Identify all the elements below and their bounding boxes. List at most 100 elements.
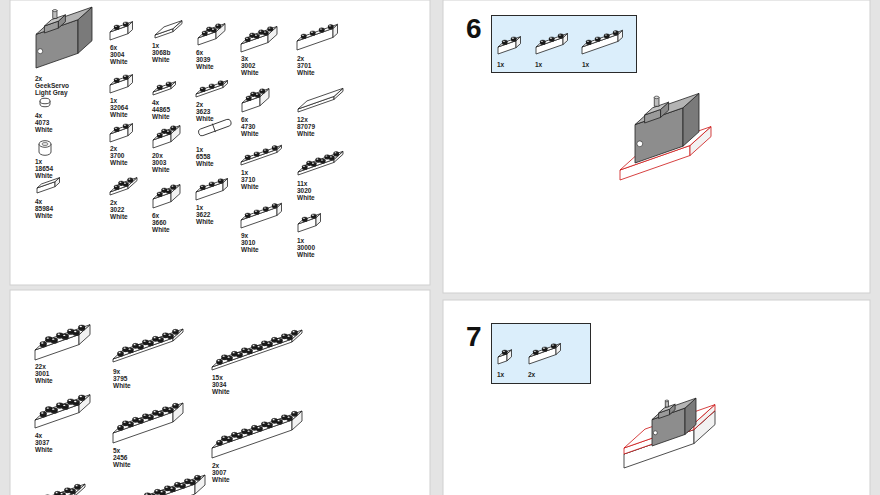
stud-highlight [149, 342, 151, 343]
part-label: 1x 32064 White [110, 97, 131, 118]
stud-highlight [162, 130, 164, 131]
stud-highlight [162, 189, 164, 190]
stud [254, 34, 259, 37]
stud [329, 156, 334, 159]
stud-highlight [248, 431, 250, 432]
stud-highlight [264, 207, 266, 208]
stud [78, 325, 85, 329]
brick-face [113, 329, 183, 359]
stud-highlight [47, 337, 49, 338]
stud-highlight [144, 415, 146, 416]
brick-face [212, 339, 292, 370]
stud [268, 27, 273, 30]
stud [263, 31, 268, 34]
part-label: 6x 3039 White [196, 49, 217, 70]
stud [267, 342, 273, 345]
brick-face [195, 475, 205, 494]
part-label: 2x 3007 White [212, 462, 233, 483]
stud-highlight [264, 149, 266, 150]
quantity-label: 1x [535, 61, 542, 68]
brick-face [241, 26, 277, 44]
brick-face [196, 179, 228, 193]
brick-face [212, 330, 302, 367]
stud [158, 411, 164, 414]
stud-highlight [223, 437, 225, 438]
stud-highlight [268, 343, 270, 344]
stud-highlight [238, 434, 240, 435]
stud-highlight [559, 34, 561, 35]
brick-face [110, 124, 133, 134]
stud [267, 423, 273, 426]
stud-highlight [325, 155, 327, 156]
quantity-label: 1x [497, 371, 504, 378]
stud-highlight [255, 211, 257, 212]
stud-highlight [201, 186, 203, 187]
stud-highlight [71, 490, 73, 491]
stud-highlight [63, 335, 65, 336]
round-part [39, 141, 51, 148]
stud-highlight [512, 38, 514, 39]
stud [123, 22, 128, 25]
stud [302, 217, 307, 220]
stud-highlight [115, 186, 117, 187]
stud [202, 31, 207, 34]
stud [138, 418, 144, 421]
stud-highlight [124, 183, 126, 184]
part-label: 2x 3623 White [196, 101, 217, 122]
brick-face [298, 88, 343, 109]
stud [245, 155, 250, 158]
stud-highlight [207, 28, 209, 29]
stud-highlight [115, 128, 117, 129]
part-label: 20x 3003 White [152, 152, 173, 173]
stud [51, 408, 58, 412]
stud [40, 342, 47, 346]
stud-highlight [171, 488, 173, 489]
part-label: 1x 6558 White [196, 146, 217, 167]
parts-callout: 1x2x [491, 323, 591, 384]
brick-face [196, 183, 223, 200]
stud [166, 189, 171, 192]
stud-highlight [302, 35, 304, 36]
stud-highlight [255, 153, 257, 154]
part-label: 1x 3710 White [241, 169, 262, 190]
brick-face [171, 185, 180, 202]
brick-face [135, 475, 205, 495]
stud-highlight [171, 186, 173, 187]
stud [227, 437, 233, 440]
mount-hole [38, 49, 43, 54]
brick-face [113, 403, 183, 433]
part-label: 6x 3660 White [152, 212, 173, 233]
stud-highlight [124, 23, 126, 24]
quantity-label: 1x [497, 61, 504, 68]
stud-highlight [288, 417, 290, 418]
brick-face [498, 37, 521, 47]
brick-face [260, 89, 269, 106]
brick-face [35, 395, 90, 420]
stud-highlight [159, 338, 161, 339]
stud [246, 96, 251, 99]
stud-highlight [263, 342, 265, 343]
servo-shaft [665, 401, 668, 407]
stud [218, 179, 223, 182]
brick-face [35, 325, 90, 350]
stud [171, 185, 176, 188]
stud [216, 24, 221, 27]
brick-face [498, 350, 512, 357]
brick-face [298, 214, 321, 224]
stud-highlight [503, 351, 505, 352]
brick-face [652, 408, 685, 446]
stud-highlight [243, 430, 245, 431]
stud-highlight [58, 334, 60, 335]
stud [257, 426, 263, 429]
brick-face [35, 484, 85, 495]
stud-highlight [596, 38, 598, 39]
stud [595, 37, 600, 40]
page-panel [10, 290, 430, 495]
stud-highlight [248, 350, 250, 351]
stud [150, 494, 156, 495]
brick-face [292, 411, 302, 430]
stud [586, 40, 591, 43]
stud [292, 411, 298, 414]
stud-highlight [41, 342, 43, 343]
